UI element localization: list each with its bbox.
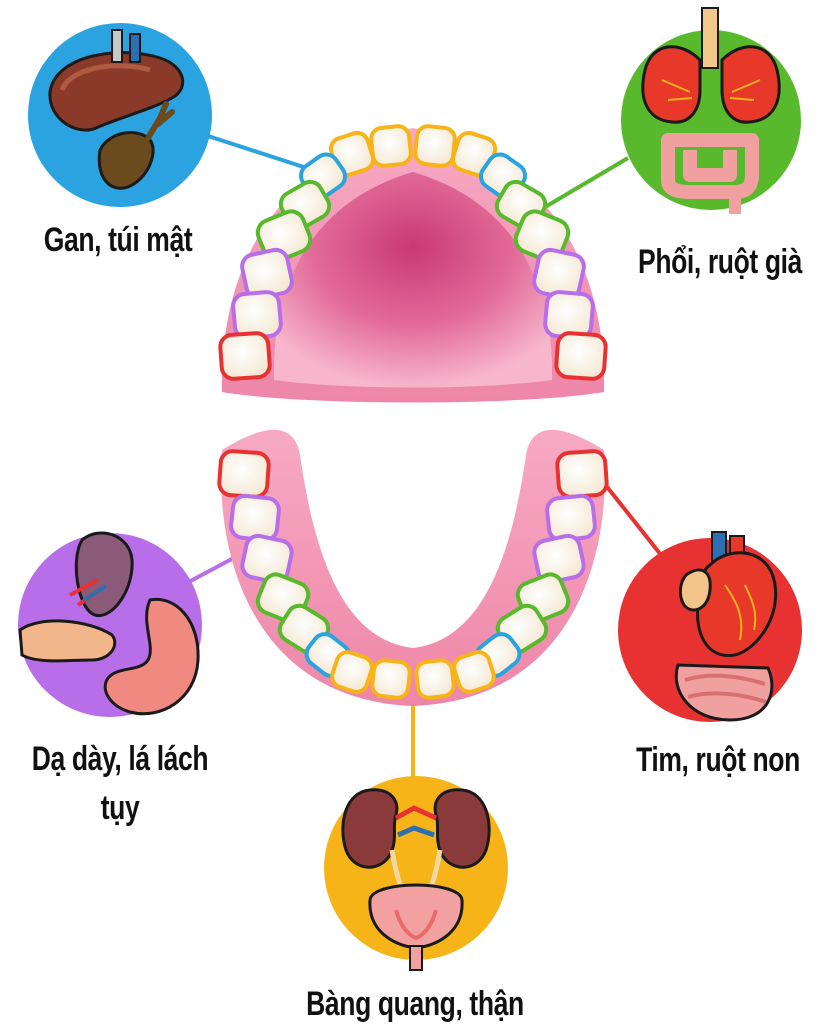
connector-lungs — [535, 158, 628, 213]
label-lungs-large-intestine: Phổi, ruột già — [634, 240, 806, 284]
lower-tooth-wisdom-right — [557, 450, 608, 497]
label-heart-small-intestine: Tim, ruột non — [632, 738, 804, 782]
upper-tooth-wisdom-left — [220, 332, 271, 379]
upper-tooth-wisdom-right — [556, 332, 607, 379]
label-liver-gallbladder: Gan, túi mật — [40, 218, 196, 262]
label-stomach-spleen-pancreas-line2: tụy — [26, 786, 213, 830]
label-stomach-spleen-pancreas-line1: Dạ dày, lá lách — [26, 737, 213, 781]
stomach-spleen-pancreas-icon — [18, 533, 202, 717]
heart-small-intestine-icon — [618, 532, 802, 722]
lower-tooth-wisdom-left — [219, 450, 270, 497]
kidneys-bladder-icon — [324, 776, 508, 970]
upper-tooth-incisor-3 — [414, 125, 456, 167]
connector-heart — [600, 478, 665, 560]
upper-tooth-incisor-2 — [370, 125, 412, 167]
lower-tooth-incisor-2 — [371, 659, 411, 699]
lower-tooth-incisor-3 — [415, 659, 455, 699]
liver-gallbladder-icon — [28, 23, 212, 207]
lungs-large-intestine-icon — [621, 8, 801, 214]
label-kidneys-bladder: Bàng quang, thận — [306, 982, 524, 1026]
